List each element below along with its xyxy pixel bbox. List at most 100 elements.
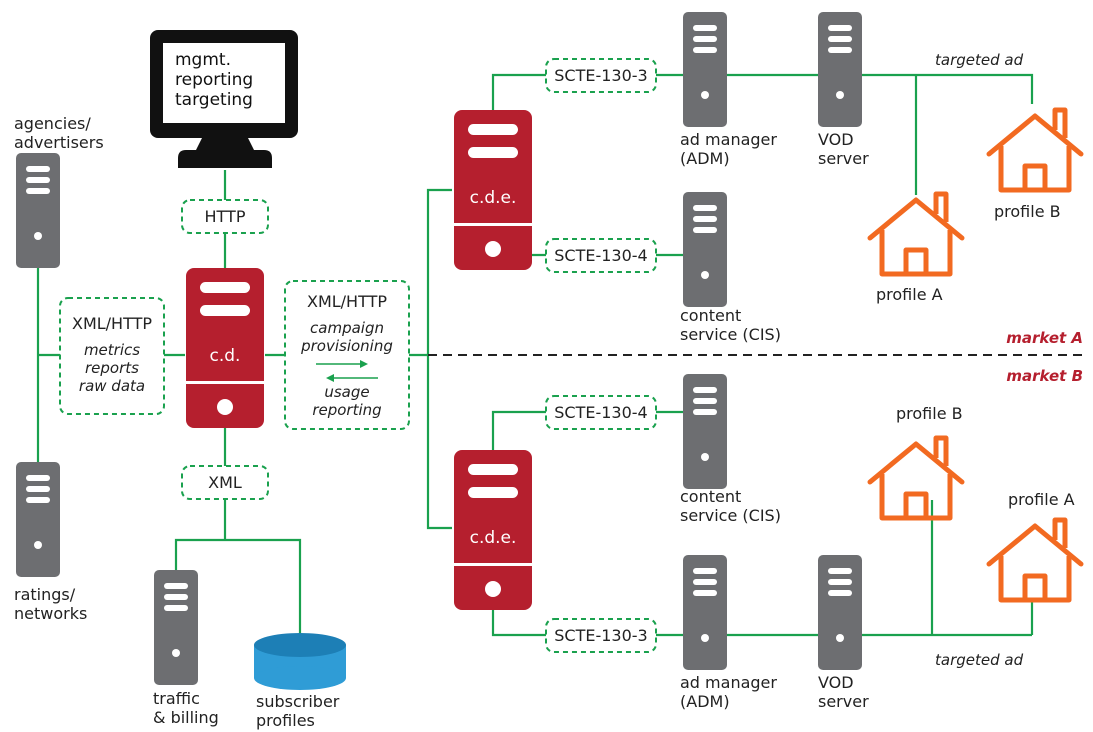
market-b-adm-label-line2: (ADM)	[680, 692, 730, 711]
left-xml-http-frame	[59, 297, 165, 415]
agencies-label-line2: advertisers	[14, 133, 104, 152]
cd-label: c.d.	[210, 346, 241, 366]
ratings-server-icon	[16, 462, 60, 577]
market-b-cde-server[interactable]: c.d.e.	[454, 450, 532, 610]
market-a-profile-b-house-icon	[989, 110, 1081, 190]
agencies-advertisers-node[interactable]: agencies/ advertisers	[14, 114, 104, 268]
xml-box: XML	[181, 465, 269, 500]
subscriber-profiles-node[interactable]: subscriber profiles	[254, 633, 346, 730]
agencies-server-icon	[16, 153, 60, 268]
monitor-line3: targeting	[175, 90, 253, 110]
left-xml-http-line2: reports	[85, 359, 139, 377]
market-b-scte-adm-label: SCTE-130-3	[554, 626, 647, 645]
market-a-scte-adm-frame	[545, 58, 657, 93]
subscriber-label-line1: subscriber	[256, 692, 340, 711]
xml-label: XML	[208, 473, 242, 492]
market-b-cis-server-icon	[683, 374, 727, 489]
left-xml-http-box: XML/HTTP metrics reports raw data	[59, 297, 165, 415]
market-a-cde-label: c.d.e.	[470, 188, 517, 208]
monitor-icon	[150, 30, 298, 168]
outbound-arrow-icon	[316, 360, 368, 368]
xml-frame	[181, 465, 269, 500]
market-a-profile-b[interactable]: profile B	[989, 110, 1081, 221]
usage-line2: reporting	[312, 401, 381, 419]
market-a-vod-label-line1: VOD	[818, 130, 854, 149]
market-a-vod-server-icon	[818, 12, 862, 127]
traffic-label-line1: traffic	[153, 689, 200, 708]
market-b-vod-label-line2: server	[818, 692, 869, 711]
market-b-cis-label-line1: content	[680, 487, 741, 506]
monitor-line1: mgmt.	[175, 50, 231, 70]
link-a-vod-to-profile-b	[862, 73, 1034, 104]
market-b-profile-b-label: profile B	[896, 404, 963, 423]
market-a-cis-label-line1: content	[680, 306, 741, 325]
market-a-scte-cis-box: SCTE-130-4	[545, 238, 657, 273]
market-a-cis-server-icon	[683, 192, 727, 307]
market-b-profile-b-house-icon	[870, 438, 962, 518]
market-b-profile-b[interactable]: profile B	[870, 404, 963, 518]
http-frame	[181, 199, 269, 234]
market-a-cde-server[interactable]: c.d.e.	[454, 110, 532, 270]
right-xml-http-frame	[284, 280, 410, 430]
left-xml-http-line3: raw data	[79, 377, 145, 395]
market-a-scte-cis-label: SCTE-130-4	[554, 246, 647, 265]
link-markets-bus	[426, 188, 452, 530]
market-b-profile-a[interactable]: profile A	[989, 490, 1081, 600]
market-a-vod-node[interactable]: VOD server	[818, 12, 869, 168]
right-xml-http-box: XML/HTTP campaign provisioning usage rep…	[284, 280, 410, 430]
left-xml-http-title: XML/HTTP	[72, 314, 152, 333]
market-a-profile-b-label: profile B	[994, 202, 1061, 221]
market-b-adm-label-line1: ad manager	[680, 673, 777, 692]
market-a-profile-a[interactable]: profile A	[870, 194, 962, 304]
market-a-adm-server-icon	[683, 12, 727, 127]
market-a-cis-node[interactable]: content service (CIS)	[680, 192, 781, 344]
cd-server[interactable]: c.d.	[186, 268, 264, 428]
agencies-label-line1: agencies/	[14, 114, 91, 133]
market-b-vod-server-icon	[818, 555, 862, 670]
market-a-adm-label-line2: (ADM)	[680, 149, 730, 168]
traffic-label-line2: & billing	[153, 708, 219, 727]
market-b-cis-label-line2: service (CIS)	[680, 506, 781, 525]
market-b-scte-cis-frame	[545, 395, 657, 430]
market-b-scte-adm-box: SCTE-130-3	[545, 618, 657, 653]
provisioning-line1: campaign	[310, 319, 384, 337]
market-a-scte-cis-frame	[545, 238, 657, 273]
market-b-targeted-ad-label: targeted ad	[935, 651, 1024, 669]
ratings-label-line2: networks	[14, 604, 87, 623]
market-a-profile-a-house-icon	[870, 194, 962, 274]
right-xml-http-title: XML/HTTP	[307, 292, 387, 311]
http-box: HTTP	[181, 199, 269, 234]
market-a-scte-adm-box: SCTE-130-3	[545, 58, 657, 93]
market-b-scte-cis-label: SCTE-130-4	[554, 403, 647, 422]
usage-line1: usage	[324, 383, 369, 401]
market-b-scte-adm-frame	[545, 618, 657, 653]
market-b-cde-label: c.d.e.	[470, 528, 517, 548]
traffic-server-icon	[154, 570, 198, 685]
market-b-adm-node[interactable]: ad manager (ADM)	[680, 555, 777, 711]
market-b-vod-label-line1: VOD	[818, 673, 854, 692]
left-xml-http-line1: metrics	[84, 341, 140, 359]
market-a-adm-node[interactable]: ad manager (ADM)	[680, 12, 777, 168]
market-a-label: market A	[1006, 329, 1083, 347]
market-b-vod-node[interactable]: VOD server	[818, 555, 869, 711]
ratings-networks-node[interactable]: ratings/ networks	[14, 462, 87, 623]
market-b-profile-a-label: profile A	[1008, 490, 1075, 509]
market-b-cis-node[interactable]: content service (CIS)	[680, 374, 781, 525]
market-b-label: market B	[1006, 367, 1083, 385]
market-a-scte-adm-label: SCTE-130-3	[554, 66, 647, 85]
market-b-scte-cis-box: SCTE-130-4	[545, 395, 657, 430]
database-icon	[254, 633, 346, 690]
market-b-profile-a-house-icon	[989, 520, 1081, 600]
subscriber-label-line2: profiles	[256, 711, 315, 730]
market-a-profile-a-label: profile A	[876, 285, 943, 304]
market-a-cis-label-line2: service (CIS)	[680, 325, 781, 344]
http-label: HTTP	[205, 207, 246, 226]
ratings-label-line1: ratings/	[14, 585, 76, 604]
market-b-adm-server-icon	[683, 555, 727, 670]
inbound-arrow-icon	[326, 374, 378, 382]
link-xml-branches	[174, 538, 302, 640]
traffic-billing-node[interactable]: traffic & billing	[153, 570, 219, 727]
market-a-targeted-ad-label: targeted ad	[935, 51, 1024, 69]
management-monitor[interactable]: mgmt. reporting targeting	[150, 30, 298, 168]
